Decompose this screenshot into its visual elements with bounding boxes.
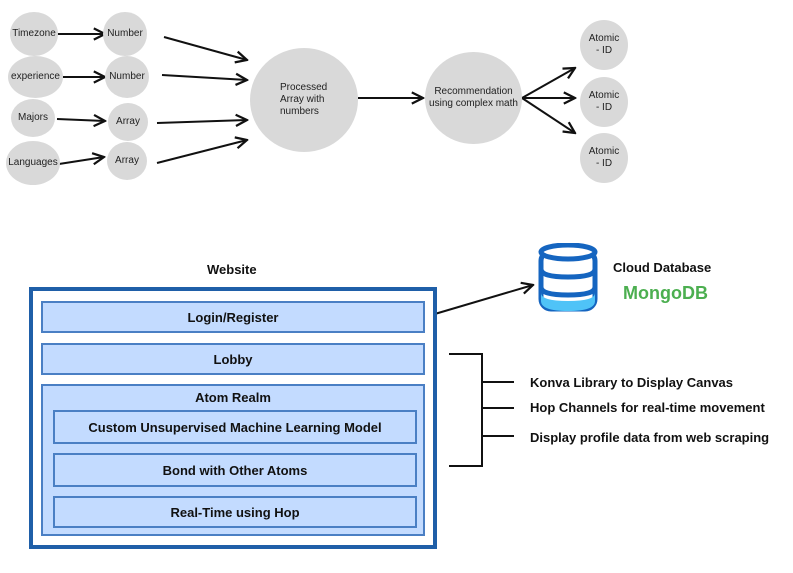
arrow-recommendation-atomic3 <box>521 97 575 133</box>
processed-line-3: numbers <box>280 106 319 117</box>
recommendation-node: Recommendation using complex math <box>425 52 522 144</box>
arrow-number1-processed <box>163 36 247 60</box>
feature-item-scraping: Display profile data from web scraping <box>530 430 770 445</box>
atomic-line-2: - ID <box>595 102 613 113</box>
realtime-hop-box: Real-Time using Hop <box>53 496 417 528</box>
atom-realm-title: Atom Realm <box>195 390 271 405</box>
recommendation-line-1: Recommendation <box>434 86 513 97</box>
type-label: Array <box>115 155 139 166</box>
atomic-line-2: - ID <box>595 158 613 169</box>
atomic-id-node-3: Atomic - ID <box>580 133 628 183</box>
database-icon <box>538 243 598 312</box>
arrow-array2-processed <box>156 140 247 164</box>
type-array-node-2: Array <box>107 142 147 180</box>
arrow-array1-processed <box>156 120 247 123</box>
processed-line-2: Array with <box>280 94 325 105</box>
feature-item-konva: Konva Library to Display Canvas <box>530 375 734 390</box>
input-label: Timezone <box>12 28 56 39</box>
atomic-line-1: Atomic <box>588 33 620 44</box>
type-label: Array <box>116 116 140 127</box>
database-title: Cloud Database <box>613 260 712 275</box>
input-label: Majors <box>17 112 48 123</box>
type-number-node-1: Number <box>103 12 147 56</box>
arrow-recommendation-atomic1 <box>521 68 575 99</box>
arrow-login-database <box>427 285 533 317</box>
website-container: Login/Register Lobby Atom Realm Custom U… <box>29 287 437 549</box>
input-experience-node: experience <box>8 56 63 98</box>
atomic-id-node-2: Atomic - ID <box>580 77 628 127</box>
input-label: Languages <box>8 157 58 168</box>
website-title: Website <box>207 262 257 277</box>
input-timezone-node: Timezone <box>10 12 58 56</box>
atomic-line-1: Atomic <box>588 146 620 157</box>
input-label: experience <box>11 71 60 82</box>
input-languages-node: Languages <box>6 141 60 185</box>
atom-realm-box: Atom Realm Custom Unsupervised Machine L… <box>41 384 425 536</box>
arrow-majors-array <box>56 119 105 121</box>
login-register-box: Login/Register <box>41 301 425 333</box>
database-name: MongoDB <box>623 283 708 303</box>
atomic-line-1: Atomic <box>588 90 620 101</box>
lobby-box: Lobby <box>41 343 425 375</box>
type-array-node-1: Array <box>108 103 148 141</box>
atomic-id-node-1: Atomic - ID <box>580 20 628 70</box>
ml-model-box: Custom Unsupervised Machine Learning Mod… <box>53 410 417 444</box>
atomic-line-2: - ID <box>595 45 613 56</box>
recommendation-line-2: using complex math <box>429 98 518 109</box>
type-label: Number <box>109 71 145 82</box>
type-number-node-2: Number <box>105 56 149 98</box>
processed-line-1: Processed <box>280 82 328 93</box>
bond-atoms-box: Bond with Other Atoms <box>53 453 417 487</box>
features-bracket <box>449 353 483 467</box>
input-majors-node: Majors <box>11 99 55 137</box>
arrow-languages-array <box>58 157 104 164</box>
processed-node: Processed Array with numbers <box>250 48 358 152</box>
type-label: Number <box>107 28 143 39</box>
feature-item-hop: Hop Channels for real-time movement <box>530 400 765 415</box>
arrow-number2-processed <box>161 75 247 80</box>
